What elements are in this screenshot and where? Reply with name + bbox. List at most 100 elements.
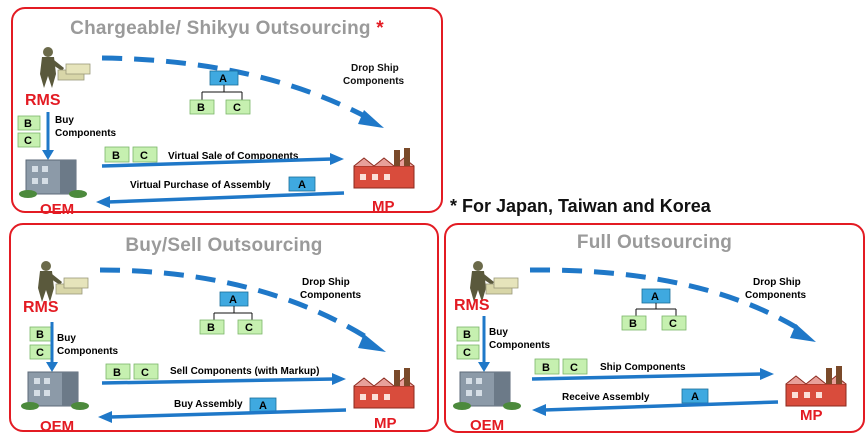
soldier-icon bbox=[38, 261, 62, 302]
bottom-flow-label: Virtual Purchase of Assembly bbox=[130, 180, 271, 191]
drop-ship-label-2: Components bbox=[300, 290, 362, 301]
box-b-label: B bbox=[197, 102, 205, 114]
box-c-label: C bbox=[570, 362, 578, 374]
box-c-label: C bbox=[669, 318, 677, 330]
box-a bbox=[681, 388, 709, 404]
box-b-label: B bbox=[24, 118, 32, 130]
panel-title: Full Outsourcing bbox=[576, 232, 733, 253]
money-icon bbox=[55, 277, 89, 295]
panel-title: Chargeable/ Shikyu Outsourcing * bbox=[13, 18, 441, 40]
drop-ship-label-1: Drop Ship bbox=[351, 63, 399, 74]
box-c-label: C bbox=[233, 102, 241, 114]
buy-label-2: Components bbox=[57, 346, 119, 357]
box-c bbox=[17, 132, 41, 148]
box-b bbox=[534, 358, 560, 375]
top-flow-label: Virtual Sale of Components bbox=[168, 151, 299, 162]
box-b-label: B bbox=[463, 329, 471, 341]
drop-ship-label-2: Components bbox=[745, 290, 807, 301]
rms-label: RMS bbox=[23, 299, 59, 316]
bom-tree: A B C bbox=[199, 291, 263, 335]
box-b-label: B bbox=[113, 367, 121, 379]
bottom-flow-label: Receive Assembly bbox=[562, 392, 650, 403]
box-c bbox=[225, 99, 251, 115]
box-b bbox=[104, 146, 130, 163]
buy-label-1: Buy bbox=[489, 327, 508, 338]
drop-ship-arrowhead bbox=[358, 110, 384, 128]
box-b-label: B bbox=[112, 150, 120, 162]
box-c bbox=[661, 315, 687, 331]
soldier-icon bbox=[470, 261, 494, 302]
box-c bbox=[456, 344, 480, 360]
drop-ship-label-2: Components bbox=[343, 76, 405, 87]
box-c-label: C bbox=[141, 367, 149, 379]
box-c-label: C bbox=[36, 347, 44, 359]
mp-label: MP bbox=[800, 407, 823, 424]
box-c bbox=[133, 363, 159, 380]
box-c bbox=[562, 358, 588, 375]
top-flow-arrow bbox=[101, 377, 335, 385]
drop-ship-arrowhead bbox=[790, 324, 816, 342]
box-b bbox=[199, 319, 225, 335]
oem-building-icon bbox=[21, 371, 89, 410]
panel-diagram: RMS Drop Ship Components A B C B C Buy C… bbox=[21, 261, 415, 434]
rms-label: RMS bbox=[454, 297, 490, 314]
box-b bbox=[621, 315, 647, 331]
panel-full-outsourcing: Full Outsourcing RMS Drop Ship Component… bbox=[444, 223, 865, 434]
top-flow-label: Ship Components bbox=[600, 362, 686, 373]
bom-tree: A B C bbox=[621, 288, 687, 331]
box-b-label: B bbox=[207, 322, 215, 334]
drop-ship-label-1: Drop Ship bbox=[302, 277, 350, 288]
bottom-flow-arrow bbox=[107, 191, 345, 204]
oem-label: OEM bbox=[470, 417, 504, 434]
top-flow-arrow bbox=[101, 157, 333, 168]
drop-ship-arrowhead bbox=[358, 334, 386, 352]
drop-ship-arrow bbox=[99, 267, 376, 345]
title-asterisk: * bbox=[376, 18, 384, 39]
top-flow-arrow bbox=[531, 372, 763, 381]
box-b bbox=[456, 326, 480, 342]
box-a bbox=[288, 176, 316, 192]
bom-tree: A B C bbox=[189, 70, 251, 115]
panel-diagram: RMS Drop Ship Components A B C B C bbox=[17, 47, 415, 215]
box-a-label: A bbox=[259, 400, 267, 412]
box-a-label: A bbox=[651, 291, 659, 303]
money-icon bbox=[485, 277, 519, 295]
box-b bbox=[189, 99, 215, 115]
box-c bbox=[132, 146, 158, 163]
box-a-label: A bbox=[298, 179, 306, 191]
panel-buy-sell: Buy/Sell Outsourcing RMS Drop Ship Compo… bbox=[9, 223, 439, 434]
mp-factory-icon bbox=[785, 366, 847, 407]
mp-factory-icon bbox=[353, 148, 415, 189]
oem-building-icon bbox=[19, 159, 87, 198]
box-b bbox=[105, 363, 131, 380]
box-b bbox=[17, 115, 41, 131]
panel-diagram: RMS Drop Ship Components A B C B C Buy C… bbox=[453, 261, 847, 434]
panel-title: Buy/Sell Outsourcing bbox=[125, 235, 323, 256]
drop-ship-arrow bbox=[101, 55, 374, 123]
box-c bbox=[237, 319, 263, 335]
box-c-label: C bbox=[140, 150, 148, 162]
oem-label: OEM bbox=[40, 201, 74, 215]
bottom-flow-arrow bbox=[109, 408, 347, 419]
money-icon bbox=[57, 63, 91, 81]
box-b-label: B bbox=[629, 318, 637, 330]
bottom-flow-arrow bbox=[543, 400, 779, 412]
mp-label: MP bbox=[372, 198, 395, 215]
soldier-icon bbox=[40, 47, 64, 88]
top-flow-label: Sell Components (with Markup) bbox=[170, 366, 319, 377]
panel-chargeable-shikyu: Chargeable/ Shikyu Outsourcing * RMS Dro… bbox=[11, 7, 443, 215]
bottom-flow-label: Buy Assembly bbox=[174, 399, 243, 410]
buy-label-2: Components bbox=[489, 340, 551, 351]
panel-title-text: Chargeable/ Shikyu Outsourcing bbox=[70, 18, 371, 39]
box-b-label: B bbox=[542, 362, 550, 374]
drop-ship-arrow bbox=[529, 267, 806, 335]
drop-ship-label-1: Drop Ship bbox=[753, 277, 801, 288]
box-a-label: A bbox=[229, 294, 237, 306]
box-c-label: C bbox=[245, 322, 253, 334]
footnote: * For Japan, Taiwan and Korea bbox=[450, 196, 711, 216]
buy-label-1: Buy bbox=[55, 115, 74, 126]
mp-factory-icon bbox=[353, 368, 415, 409]
oem-building-icon bbox=[453, 371, 521, 410]
buy-label-2: Components bbox=[55, 128, 117, 139]
box-c-label: C bbox=[24, 135, 32, 147]
